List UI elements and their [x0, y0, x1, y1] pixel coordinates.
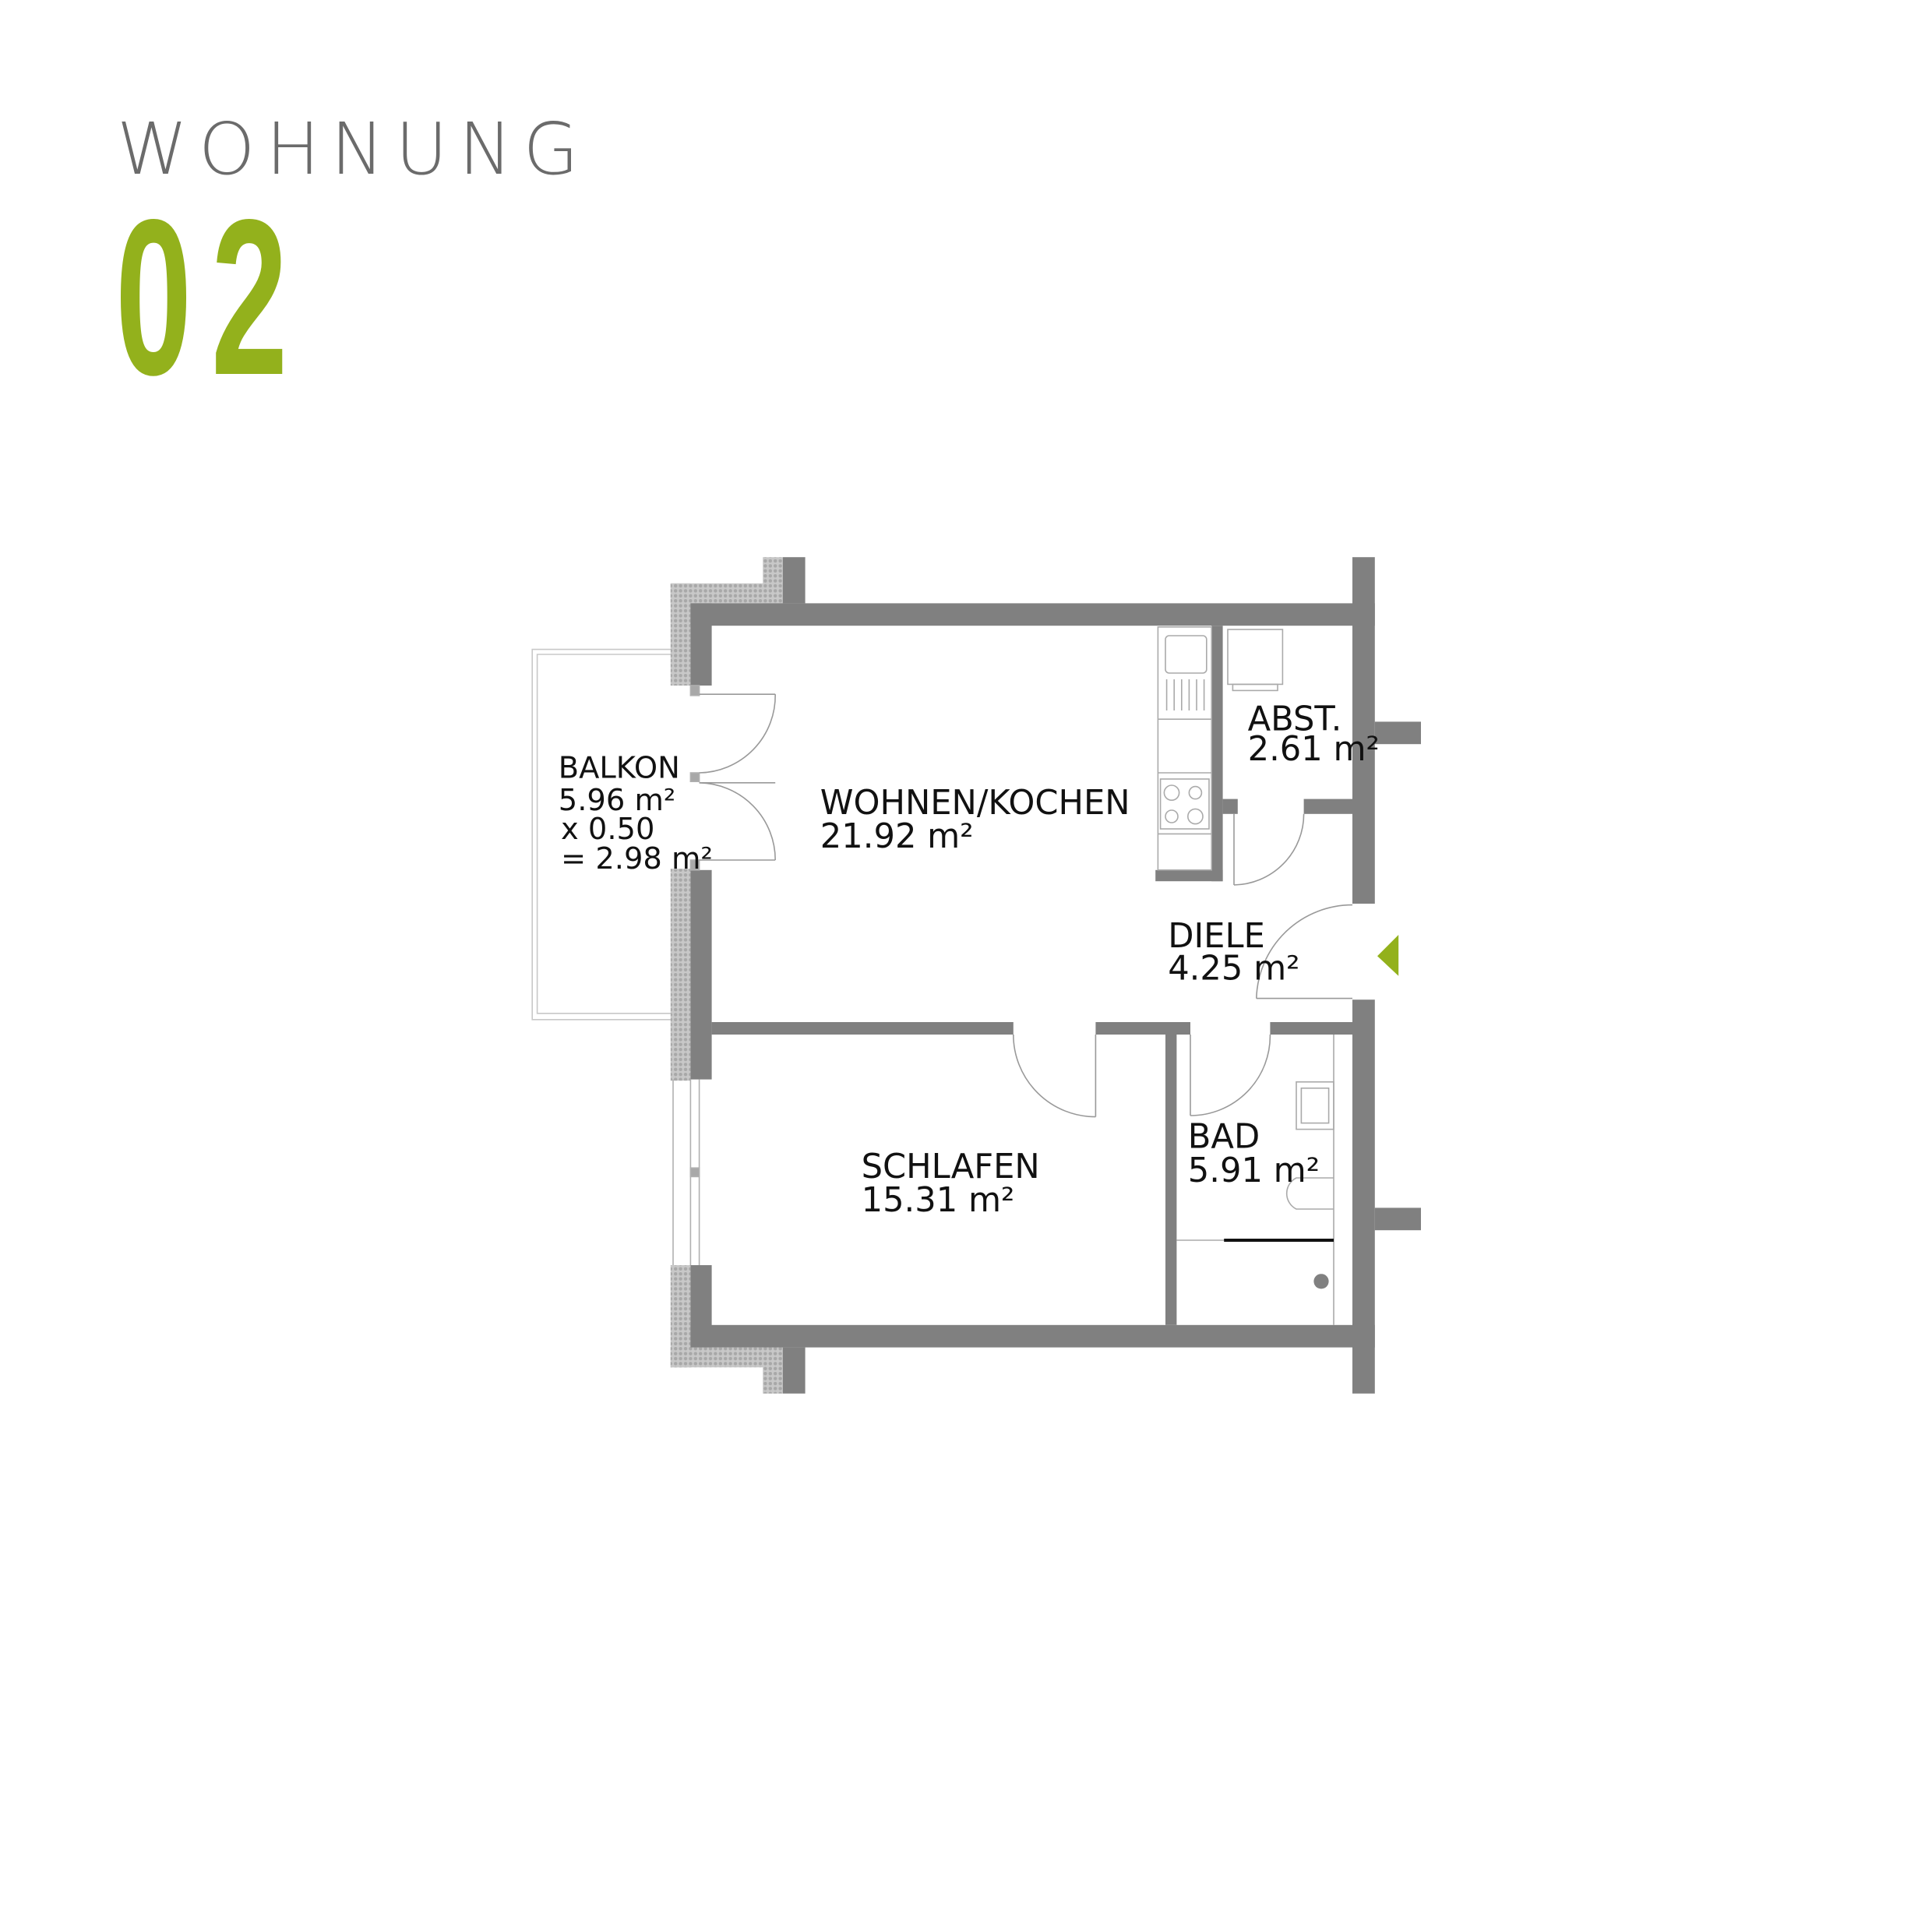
room-name-schlafen: SCHLAFEN: [862, 1148, 1040, 1186]
room-area-abst: 2.61 m²: [1248, 730, 1380, 769]
balcony-result: = 2.98 m²: [561, 841, 713, 876]
walls: [690, 557, 1421, 1394]
room-name-bad: BAD: [1188, 1118, 1260, 1157]
insulation: [670, 557, 783, 1394]
entrance-arrow-icon: [1377, 935, 1399, 976]
room-name-diele: DIELE: [1168, 917, 1265, 956]
balcony-outline: [531, 648, 673, 1021]
window-frames: [672, 685, 700, 1265]
room-area-diele: 4.25 m²: [1168, 950, 1299, 989]
room-name-wohnen: WOHNEN/KOCHEN: [820, 784, 1130, 823]
balcony-factor: x 0.50: [561, 812, 654, 847]
room-name-abst: ABST.: [1248, 700, 1342, 739]
room-area-bad: 5.91 m²: [1188, 1151, 1320, 1190]
page-title: WOHNUNG: [117, 108, 590, 191]
room-area-wohnen: 21.92 m²: [820, 817, 974, 856]
door-swings: [699, 693, 1353, 1118]
balcony-label: BALKON: [559, 750, 680, 785]
room-area-schlafen: 15.31 m²: [862, 1181, 1015, 1220]
balcony-area: 5.96 m²: [559, 783, 675, 818]
apartment-number: 02: [115, 174, 308, 421]
shower-drain: [1313, 1274, 1329, 1289]
washing-machine: [1227, 629, 1284, 692]
kitchen-counter: [1157, 626, 1213, 871]
